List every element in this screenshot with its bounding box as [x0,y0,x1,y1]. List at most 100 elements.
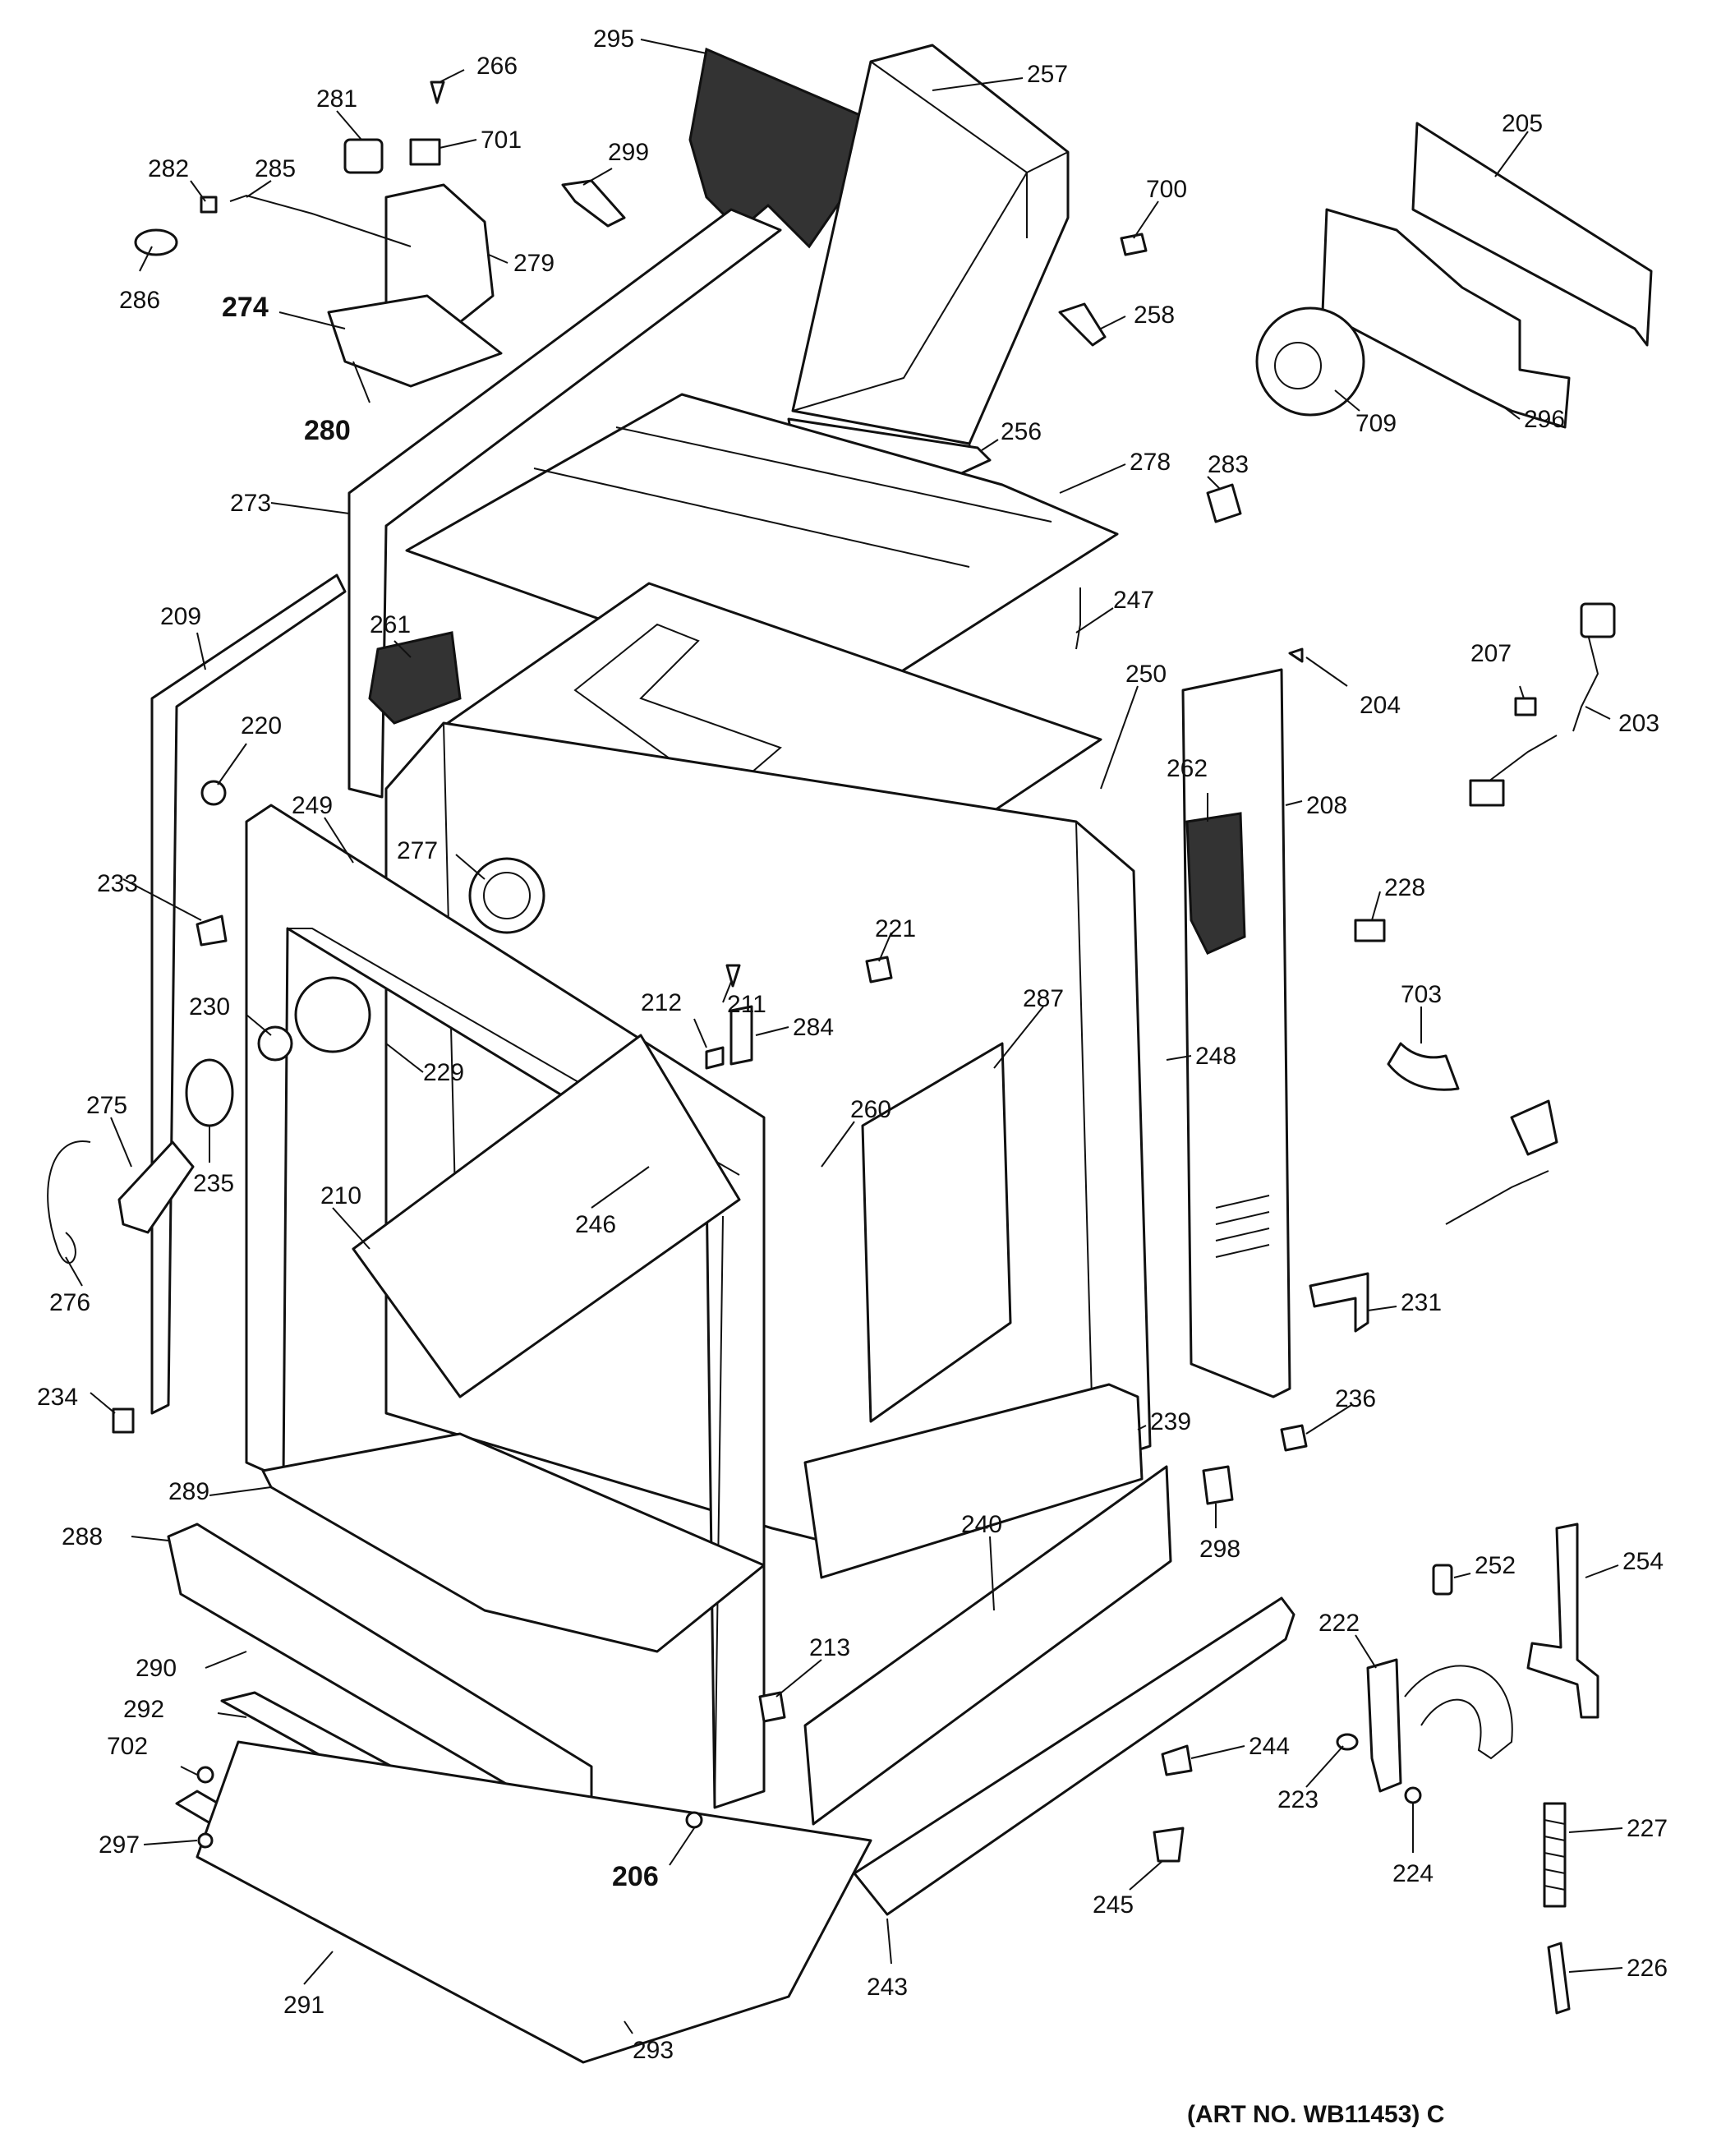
clip-233 [196,914,228,947]
top-panel-273 [347,208,782,799]
callout-243: 243 [867,1974,908,2001]
rear-panel-296 [1321,208,1571,429]
callout-220: 220 [241,712,282,739]
callout-231: 231 [1401,1289,1442,1316]
callout-245: 245 [1093,1891,1134,1919]
screw-223 [1336,1733,1359,1751]
screw-204 [1288,647,1304,663]
drawer-side-240 [803,1465,1172,1826]
callout-240: 240 [961,1511,1002,1538]
callout-250: 250 [1125,661,1167,688]
callout-230: 230 [189,993,230,1020]
screw-211 [725,964,741,988]
callout-234: 234 [37,1384,78,1411]
clip-228 [1354,919,1386,942]
switch-281 [343,138,384,174]
callout-227: 227 [1627,1815,1668,1842]
callout-209: 209 [160,603,201,630]
callout-226: 226 [1627,1955,1668,1982]
oven-port-277 [468,857,545,934]
callout-205: 205 [1502,110,1543,137]
callout-703: 703 [1401,981,1442,1008]
callout-701: 701 [481,127,522,154]
knob-286 [134,228,178,256]
grommet-703 [1387,1042,1460,1091]
callout-260: 260 [850,1096,891,1123]
lamp-ring-229 [294,976,371,1053]
callout-266: 266 [476,53,518,80]
callout-273: 273 [230,490,271,517]
callout-286: 286 [119,287,160,314]
callout-289: 289 [168,1478,209,1505]
callout-285: 285 [255,155,296,182]
screw-206 [685,1811,703,1829]
leader-lines [65,39,1623,2034]
callout-282: 282 [148,155,189,182]
callout-252: 252 [1475,1552,1516,1579]
lamp-cover-275 [117,1140,195,1234]
callout-233: 233 [97,870,138,897]
light-bulb-235 [185,1058,234,1127]
callout-249: 249 [292,792,333,819]
callout-235: 235 [193,1170,234,1197]
callout-222: 222 [1319,1610,1360,1637]
callout-296: 296 [1524,406,1565,433]
parts-artwork [47,44,1653,2064]
callout-254: 254 [1622,1548,1664,1575]
callout-211: 211 [727,991,766,1018]
callout-224: 224 [1392,1860,1434,1887]
callout-291: 291 [283,1992,324,2019]
callout-299: 299 [608,139,649,166]
clip-283 [1206,483,1242,523]
bracket-212 [705,1046,725,1070]
insulation-262 [1185,812,1246,955]
mounting-plate-274 [327,294,503,388]
callout-287: 287 [1023,985,1064,1012]
washer-224 [1404,1786,1422,1804]
callout-283: 283 [1208,451,1249,478]
callout-281: 281 [316,85,357,113]
nut-297 [197,1832,214,1849]
callout-276: 276 [49,1289,90,1316]
clip-244 [1161,1744,1193,1776]
callout-213: 213 [809,1634,850,1661]
side-shield-287 [861,1042,1012,1423]
callout-236: 236 [1335,1385,1376,1412]
drawer-rail-239 [803,1383,1144,1579]
callout-279: 279 [513,250,555,277]
callout-239: 239 [1150,1408,1191,1435]
drawer-rail-243 [853,1596,1295,1916]
callout-274: 274 [222,292,269,323]
callout-277: 277 [397,837,438,864]
callout-203: 203 [1618,710,1659,737]
bracket-247 [1075,587,1081,650]
screw-266 [430,81,445,104]
callout-246: 246 [575,1211,616,1238]
callout-295: 295 [593,25,634,53]
art-number: (ART NO. WB11453) C [1187,2101,1444,2128]
callout-298: 298 [1199,1536,1240,1563]
callout-284: 284 [793,1014,834,1041]
callout-256: 256 [1001,418,1042,445]
cord-203 [1572,624,1599,732]
callout-248: 248 [1195,1043,1236,1070]
hinge-222 [1366,1658,1402,1793]
hinge-254 [1526,1523,1599,1719]
connector-207 [1514,697,1537,716]
wire-clip-276 [47,1140,91,1264]
callout-206: 206 [612,1861,659,1892]
washer-702 [196,1766,214,1784]
oven-floor-210 [352,1034,741,1398]
bracket-231 [1309,1272,1369,1333]
bracket-258 [1058,302,1107,347]
callout-293: 293 [633,2037,674,2064]
callout-280: 280 [304,415,351,446]
callout-247: 247 [1113,587,1154,614]
callout-278: 278 [1130,449,1171,476]
clip-213 [758,1691,786,1723]
callout-258: 258 [1134,302,1175,329]
callout-702: 702 [107,1733,148,1760]
rear-cover-205 [1411,122,1653,347]
callout-290: 290 [136,1655,177,1682]
callout-292: 292 [123,1696,164,1723]
